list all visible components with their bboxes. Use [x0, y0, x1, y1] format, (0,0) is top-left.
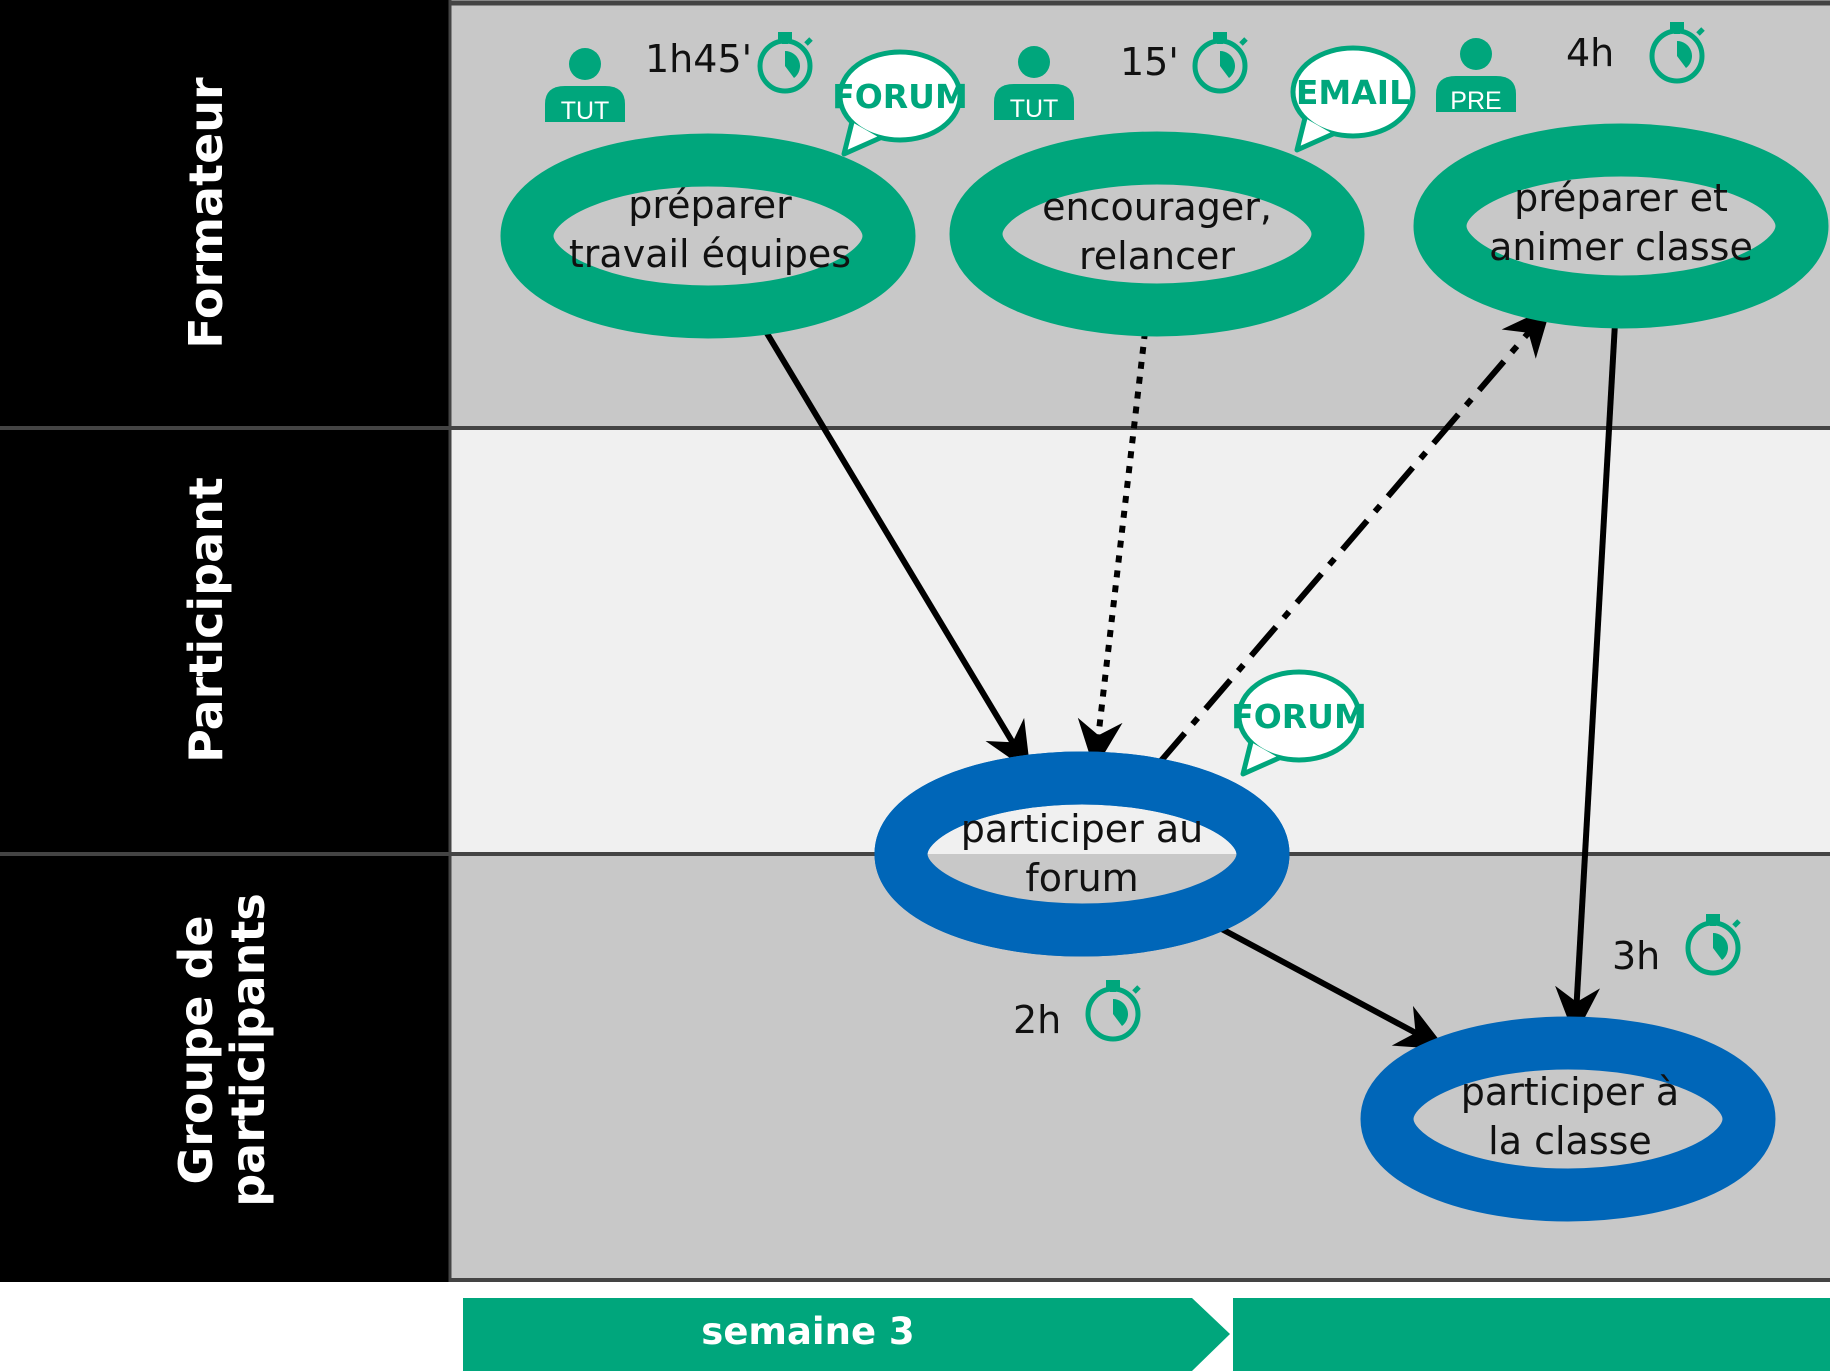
- forum-bubble-icon: FORUM: [832, 52, 968, 154]
- duration-label: 1h45': [645, 37, 752, 81]
- arrow-classe-prep-to-classe: [1555, 322, 1618, 1037]
- lane-label-groupe: Groupe de participants: [169, 893, 275, 1207]
- node-participer-classe: participer à la classe: [1360, 1016, 1776, 1222]
- person-tut-icon: TUT: [994, 46, 1074, 123]
- forum-bubble-icon: FORUM: [1231, 672, 1367, 774]
- role-label: PRE: [1450, 87, 1501, 115]
- node-label-line2: travail équipes: [569, 232, 851, 276]
- bubble-label: FORUM: [832, 77, 968, 116]
- node-ring: [1413, 123, 1829, 329]
- person-tut-icon: TUT: [545, 48, 625, 125]
- lane-label-groupe-line2: participants: [221, 893, 275, 1207]
- bubble-label: FORUM: [1231, 697, 1367, 736]
- node-ring: [500, 133, 916, 339]
- lane-header-column: [0, 0, 450, 1282]
- timeline-next-segment: [1233, 1298, 1830, 1371]
- arrow-encourager-to-forum: [1077, 331, 1148, 770]
- node-preparer-classe: préparer et animer classe: [1413, 123, 1829, 329]
- arrow-forum-to-classe: [1216, 924, 1447, 1050]
- node-label-line1: préparer: [628, 183, 792, 227]
- duration-label: 3h: [1612, 934, 1660, 978]
- node-label-line2: animer classe: [1489, 225, 1753, 269]
- lane-label-groupe-line1: Groupe de: [169, 915, 223, 1184]
- node-label-line2: forum: [1025, 856, 1138, 900]
- node-label-line1: encourager,: [1042, 185, 1272, 229]
- node-encourager: encourager, relancer: [949, 131, 1365, 337]
- lane-label-participant: Participant: [179, 477, 233, 763]
- role-label: TUT: [1010, 95, 1059, 123]
- node-label-line2: relancer: [1079, 234, 1235, 278]
- role-label: TUT: [561, 97, 610, 125]
- bubble-label: EMAIL: [1296, 73, 1410, 112]
- node-label-line1: préparer et: [1514, 176, 1728, 220]
- node-participer-forum: participer au forum: [874, 751, 1290, 957]
- duration-label: 2h: [1013, 998, 1061, 1042]
- timeline-week-label: semaine 3: [701, 1310, 914, 1353]
- node-ring-overlay: [874, 751, 1290, 957]
- node-label-line1: participer à: [1461, 1070, 1679, 1114]
- arrow-preparer-to-forum: [762, 328, 1031, 773]
- node-label-line2: la classe: [1488, 1119, 1652, 1163]
- person-pre-icon: PRE: [1436, 38, 1516, 115]
- timeline-week-segment: [463, 1298, 1230, 1371]
- duration-label: 15': [1120, 40, 1179, 84]
- node-ring: [949, 131, 1365, 337]
- lane-label-formateur: Formateur: [179, 77, 233, 349]
- node-preparer-travail: préparer travail équipes: [500, 133, 916, 339]
- email-bubble-icon: EMAIL: [1293, 48, 1413, 150]
- duration-label: 4h: [1566, 31, 1614, 75]
- arrow-forum-to-classe-prep: [1157, 306, 1552, 764]
- node-ring: [1360, 1016, 1776, 1222]
- node-label-line1: participer au: [961, 807, 1204, 851]
